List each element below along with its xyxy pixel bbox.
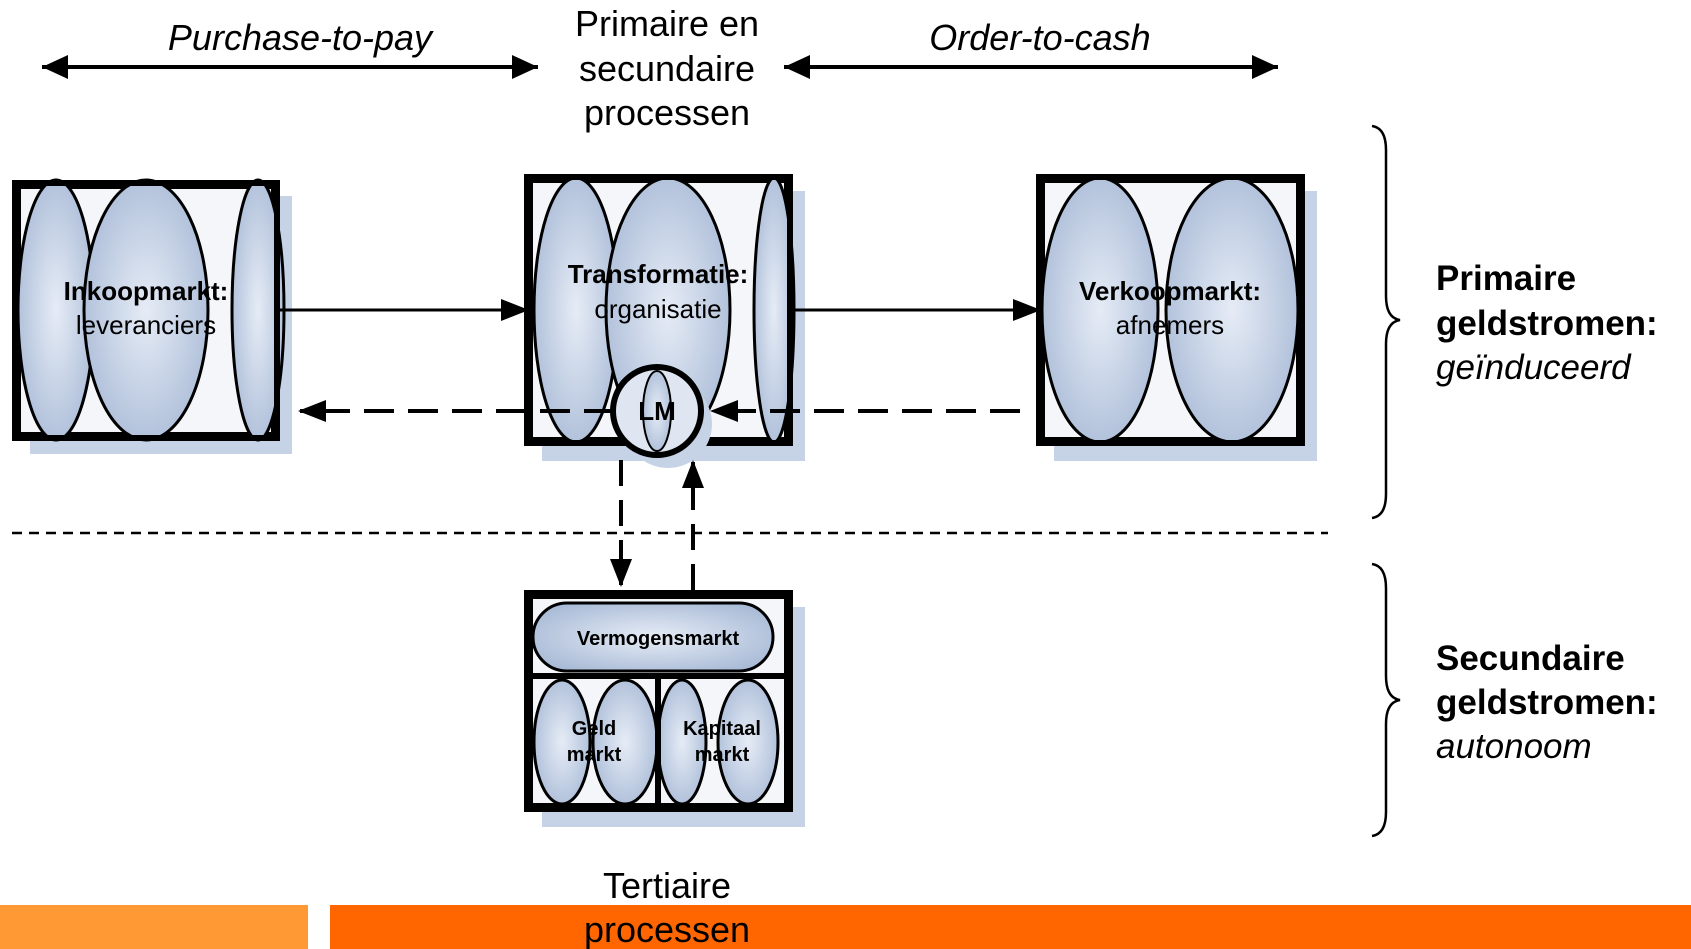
secondary-brace — [1371, 562, 1401, 838]
inkoopmarkt-box: Inkoopmarkt: leveranciers — [12, 178, 292, 454]
lm-circle: LM — [610, 364, 712, 468]
transformatie-title: Transformatie: — [568, 259, 749, 289]
inkoopmarkt-subtitle: leveranciers — [76, 310, 216, 340]
footer-bar-left — [0, 905, 308, 949]
primary-brace — [1371, 124, 1401, 520]
primary-side-line-1: Primaire — [1436, 259, 1576, 298]
kapitaalmarkt-label-line-1: Kapitaal — [683, 718, 761, 740]
header-center-line-2: secundaire — [579, 48, 755, 89]
kapitaalmarkt-label-line-2: markt — [695, 744, 750, 766]
geldmarkt-label-line-2: markt — [567, 744, 622, 766]
order-to-cash-label: Order-to-cash — [929, 17, 1150, 58]
purchase-to-pay-arrow — [42, 55, 538, 79]
transformatie-subtitle: organisatie — [594, 294, 721, 324]
verkoopmarkt-box: Verkoopmarkt: afnemers — [1036, 174, 1317, 461]
purchase-to-pay-label: Purchase-to-pay — [168, 17, 434, 58]
secondary-side-line-1: Secundaire — [1436, 639, 1625, 678]
footer-bar-right — [330, 905, 1691, 949]
verkoopmarkt-title: Verkoopmarkt: — [1079, 276, 1261, 306]
lm-label: LM — [638, 396, 676, 426]
header-center-line-3: processen — [584, 92, 750, 133]
vermogensmarkt-label: Vermogensmarkt — [577, 628, 740, 650]
footer-line-2: processen — [584, 909, 750, 949]
verkoopmarkt-subtitle: afnemers — [1116, 310, 1224, 340]
primary-side-line-3: geïnduceerd — [1436, 348, 1632, 387]
primary-side-line-2: geldstromen: — [1436, 304, 1658, 343]
header-center-line-1: Primaire en — [575, 3, 759, 44]
inkoopmarkt-title: Inkoopmarkt: — [64, 276, 229, 306]
order-to-cash-arrow — [784, 55, 1278, 79]
footer-line-1: Tertiaire — [603, 865, 731, 906]
vermogensmarkt-block: Vermogensmarkt Geld markt Kapitaal markt — [524, 590, 805, 827]
geldmarkt-label-line-1: Geld — [572, 718, 616, 740]
secondary-side-line-3: autonoom — [1436, 727, 1592, 766]
secondary-side-line-2: geldstromen: — [1436, 683, 1658, 722]
